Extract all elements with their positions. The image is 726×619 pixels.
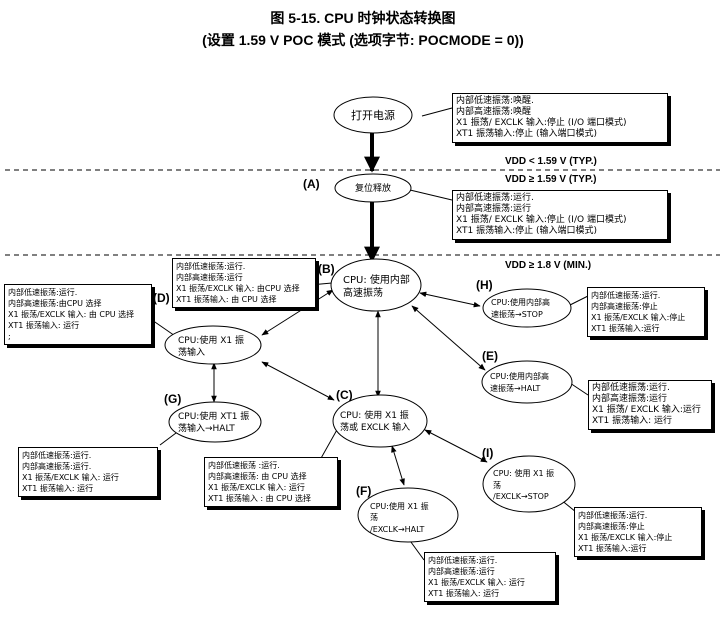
note-line: XT1 振荡输入:运行 [578, 544, 647, 553]
note-line: X1 振荡/ EXCLK 输入:停止 (I/O 端口模式) [456, 118, 627, 128]
label-F: (F) [356, 484, 372, 498]
note-reset: 内部低速振荡:运行. 内部高速振荡:运行 X1 振荡/ EXCLK 输入:停止 … [452, 190, 668, 240]
state-power-on [333, 96, 413, 134]
figure-title: 图 5-15. CPU 时钟状态转换图 [270, 10, 456, 26]
note-line: XT1 振荡输入: 由 CPU 选择 [176, 295, 277, 304]
note-line: 内部低速振荡:运行. [456, 193, 534, 203]
figure-subtitle: (设置 1.59 V POC 模式 (选项字节: POCMODE = 0)) [202, 32, 524, 48]
note-line: 内部高速振荡:运行 [592, 394, 668, 404]
note-B: 内部低速振荡:运行. 内部高速振荡:运行 X1 振荡/EXCLK 输入: 由CP… [172, 258, 316, 308]
vdd-threshold-1: VDD < 1.59 V (TYP.) [505, 156, 597, 167]
state-I [482, 455, 576, 513]
note-H: 内部低速振荡:运行. 内部高速振荡:停止 X1 振荡/EXCLK 输入:停止 X… [587, 287, 705, 337]
label-A: (A) [303, 177, 320, 191]
note-line: 内部高速振荡:运行 [428, 567, 495, 576]
note-line: 内部低速振荡:运行. [591, 291, 661, 300]
state-E-line1: CPU:使用内部高 [490, 371, 549, 381]
state-I-line3: /EXCLK→STOP [493, 492, 549, 501]
label-I: (I) [482, 446, 494, 460]
label-E: (E) [482, 349, 498, 363]
state-B [330, 258, 422, 312]
note-line: ; [8, 332, 11, 341]
state-B-line2: 高速振荡 [343, 286, 383, 299]
note-line: X1 振荡/ EXCLK 输入:运行 [592, 405, 701, 415]
note-E: 内部低速振荡:运行. 内部高速振荡:运行 X1 振荡/ EXCLK 输入:运行 … [588, 380, 712, 430]
state-I-line2: 荡 [493, 480, 501, 490]
note-line: 内部低速振荡:运行. [578, 511, 648, 520]
state-F-line3: /EXCLK→HALT [370, 525, 424, 534]
note-I: 内部低速振荡:运行. 内部高速振荡:停止 X1 振荡/EXCLK 输入:停止 X… [574, 507, 702, 557]
label-B: (B) [318, 262, 335, 276]
label-D: (D) [153, 291, 170, 305]
note-line: 内部低速振荡:运行. [428, 556, 498, 565]
label-C: (C) [336, 388, 353, 402]
note-F: 内部低速振荡:运行. 内部高速振荡:运行 X1 振荡/EXCLK 输入: 运行 … [424, 552, 556, 602]
state-G [168, 401, 262, 443]
note-line: 内部高速振荡:运行. [22, 462, 92, 471]
state-F-line2: 荡 [370, 512, 378, 522]
note-line: 内部低速振荡:运行. [22, 451, 92, 460]
state-C-line1: CPU: 使用 X1 振 [340, 409, 409, 421]
note-line: XT1 振荡输入 : 由 CPU 选择 [208, 494, 311, 503]
note-line: X1 振荡/EXCLK 输入:停止 [591, 313, 686, 322]
state-D [164, 325, 262, 365]
state-E-line2: 速振荡→HALT [490, 383, 541, 393]
note-line: X1 振荡/EXCLK 输入: 由 CPU 选择 [8, 310, 135, 319]
vdd-threshold-3: VDD ≥ 1.8 V (MIN.) [505, 260, 592, 271]
label-G: (G) [164, 392, 182, 406]
note-line: 内部高速振荡:运行 [456, 204, 532, 214]
note-C: 内部低速振荡 :运行. 内部高速振荡: 由 CPU 选择 X1 振荡/EXCLK… [204, 457, 338, 507]
note-line: 内部高速振荡:运行 [176, 273, 243, 282]
state-B-line1: CPU: 使用内部 [343, 273, 410, 286]
note-line: X1 振荡/EXCLK 输入: 运行 [208, 483, 305, 492]
note-power-on: 内部低速振荡:唤醒. 内部高速振荡:唤醒 X1 振荡/ EXCLK 输入:停止 … [452, 93, 668, 143]
transition-arrows [211, 289, 488, 486]
state-H-line1: CPU:使用内部高 [491, 297, 550, 307]
note-line: 内部低速振荡 :运行. [208, 461, 280, 470]
note-G: 内部低速振荡:运行. 内部高速振荡:运行. X1 振荡/EXCLK 输入: 运行… [18, 447, 158, 497]
state-G-line1: CPU:使用 XT1 振 [178, 410, 249, 422]
state-power-on-text: 打开电源 [351, 108, 395, 122]
state-D-line2: 荡输入 [178, 346, 205, 358]
note-line: 内部高速振荡:唤醒 [456, 107, 532, 117]
note-line: X1 振荡/EXCLK 输入: 由CPU 选择 [176, 284, 300, 293]
note-line: XT1 振荡输入:停止 (输入端口模式) [456, 129, 598, 139]
note-line: XT1 振荡输入: 运行 [592, 416, 672, 426]
note-line: X1 振荡/EXCLK 输入: 运行 [22, 473, 119, 482]
note-line: 内部高速振荡:由CPU 选择 [8, 299, 102, 308]
state-C [332, 394, 428, 448]
state-reset-release [334, 173, 412, 203]
note-line: X1 振荡/EXCLK 输入:停止 [578, 533, 673, 542]
state-H [482, 288, 572, 328]
note-line: 内部高速振荡:停止 [591, 302, 658, 311]
label-H: (H) [476, 278, 493, 292]
note-line: XT1 振荡输入:停止 (输入端口模式) [456, 226, 598, 236]
note-line: XT1 振荡输入: 运行 [8, 321, 80, 330]
note-line: 内部低速振荡:运行. [176, 262, 246, 271]
state-I-line1: CPU: 使用 X1 振 [493, 468, 554, 478]
note-line: XT1 振荡输入: 运行 [22, 484, 94, 493]
state-reset-text: 复位释放 [355, 182, 391, 194]
state-D-line1: CPU:使用 X1 振 [178, 334, 244, 346]
state-C-line2: 荡或 EXCLK 输入 [340, 421, 410, 433]
note-line: 内部低速振荡:唤醒. [456, 96, 534, 106]
note-line: 内部低速振荡:运行. [592, 383, 670, 393]
note-line: 内部低速振荡:运行. [8, 288, 78, 297]
state-E [481, 360, 573, 404]
state-H-line2: 速振荡→STOP [491, 309, 543, 319]
note-line: 内部高速振荡: 由 CPU 选择 [208, 472, 307, 481]
vdd-threshold-2: VDD ≥ 1.59 V (TYP.) [505, 174, 597, 185]
state-G-line2: 荡输入→HALT [178, 422, 235, 434]
state-F-line1: CPU:使用 X1 振 [370, 501, 429, 511]
note-line: 内部高速振荡:停止 [578, 522, 645, 531]
note-line: XT1 振荡输入:运行 [591, 324, 660, 333]
note-line: X1 振荡/EXCLK 输入: 运行 [428, 578, 525, 587]
note-line: XT1 振荡输入: 运行 [428, 589, 500, 598]
note-D: 内部低速振荡:运行. 内部高速振荡:由CPU 选择 X1 振荡/EXCLK 输入… [4, 284, 152, 345]
state-F [357, 487, 459, 543]
note-line: X1 振荡/ EXCLK 输入:停止 (I/O 端口模式) [456, 215, 627, 225]
